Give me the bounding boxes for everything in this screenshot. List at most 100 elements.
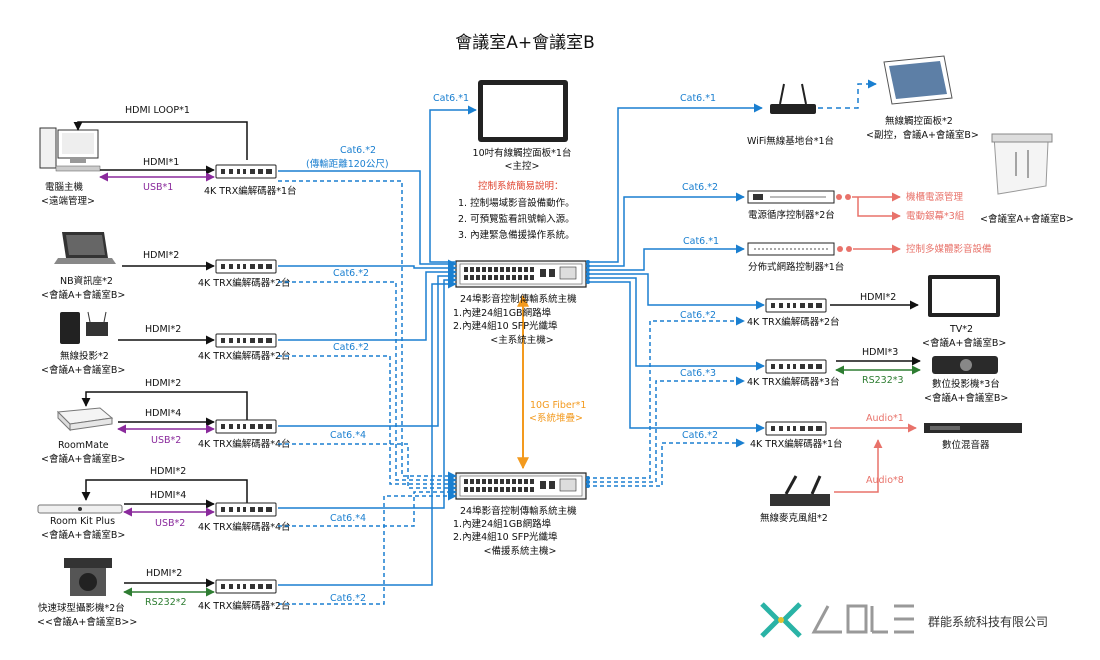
company-logo — [760, 602, 914, 638]
camera-role: <<會議A+會議室B>> — [37, 616, 137, 628]
main-host-spec2: 2.內建4組10 SFP光纖埠 — [453, 320, 558, 332]
tv-role: <會議A+會議室B> — [922, 337, 1006, 349]
projector-main-line — [586, 277, 765, 371]
fiber-label: 10G Fiber*1 — [530, 400, 586, 411]
roommate-codec-label: 4K TRX編解碼器*4台 — [198, 438, 291, 450]
room-kit-backup-line — [278, 487, 457, 527]
projector-role: <會議A+會議室B> — [924, 392, 1008, 404]
room-kit-hdmi-label: HDMI*4 — [150, 490, 186, 501]
room-kit-icon — [37, 504, 123, 514]
power-screen-line — [857, 197, 901, 221]
power-port-2 — [845, 194, 851, 200]
tv-codec — [765, 298, 827, 313]
pc-role: <遠端管理> — [41, 195, 95, 207]
wifi-tablet-line — [818, 79, 877, 109]
main-host-role: <主系統主機> — [490, 334, 553, 346]
nb-backup-line — [278, 281, 457, 485]
power-sequencer-icon — [747, 190, 835, 204]
nb-label: NB資訊座*2 — [60, 275, 113, 287]
pc-cable-label: Cat6.*2 — [340, 145, 376, 156]
projector-rs232-label: RS232*3 — [862, 375, 904, 386]
room-kit-hdmi-top-line — [81, 479, 248, 504]
roommate-codec — [215, 419, 277, 434]
roommate-label: RoomMate — [58, 440, 109, 451]
power-cabinet-label: 機櫃電源管理 — [906, 191, 964, 203]
wifi-router-icon — [770, 83, 816, 114]
pc-cable-distance: (傳輸距離120公尺) — [306, 158, 389, 170]
dist-line — [586, 244, 745, 271]
camera-hdmi-label: HDMI*2 — [146, 568, 182, 579]
pc-codec — [215, 164, 277, 179]
ptz-camera-icon — [64, 558, 112, 596]
notes-title: 控制系統簡易說明： — [478, 180, 564, 192]
microphone-label: 無線麥克風組*2 — [760, 512, 828, 524]
power-screen-label: 電動銀幕*3組 — [906, 210, 965, 222]
room-kit-main-line — [278, 275, 457, 509]
wireless-codec-label: 4K TRX編解碼器*2台 — [198, 350, 291, 362]
roommate-hdmi-label: HDMI*4 — [145, 408, 181, 419]
wireless-codec — [215, 333, 277, 348]
diagram-title: 會議室A+會議室B — [455, 33, 595, 53]
roommate-icon — [56, 407, 114, 432]
dist-port-1 — [837, 246, 843, 252]
roommate-usb-label: USB*2 — [151, 435, 181, 446]
wireless-cable-label: Cat6.*2 — [333, 342, 369, 353]
nb-hdmi-label: HDMI*2 — [143, 250, 179, 261]
roommate-hdmi-top-label: HDMI*2 — [145, 378, 181, 389]
main-host-spec1: 1.內建24組1GB網路埠 — [453, 307, 552, 319]
power-label: 電源循序控制器*2台 — [748, 209, 835, 221]
camera-main-line — [278, 279, 457, 586]
tablet-role: <副控，會議A+會議室B> — [866, 129, 979, 141]
backup-host-label: 24埠影音控制傳輸系統主機 — [460, 505, 577, 517]
projector-hdmi-label: HDMI*3 — [862, 347, 898, 358]
projector-icon — [932, 356, 998, 374]
mixer-main-line — [586, 281, 765, 433]
pc-icon — [39, 127, 101, 172]
backup-host-spec2: 2.內建4組10 SFP光纖埠 — [453, 531, 558, 543]
main-host-right-ports — [586, 260, 590, 284]
tablet-icon — [883, 55, 953, 105]
pc-main-line — [278, 170, 457, 269]
nb-main-line — [278, 263, 457, 273]
pc-loop-label: HDMI LOOP*1 — [125, 105, 190, 116]
mixer-cable-label: Cat6.*2 — [682, 430, 718, 441]
dist-controller-icon — [747, 242, 835, 256]
dist-port-2 — [846, 246, 852, 252]
camera-codec — [215, 579, 277, 594]
roommate-role: <會議A+會議室B> — [41, 453, 125, 465]
mixer-audio8-label: Audio*8 — [866, 475, 904, 486]
company-name: 群能系統科技有限公司 — [928, 615, 1048, 629]
wireless-label: 無線投影*2 — [60, 350, 109, 362]
wifi-cable-label: Cat6.*1 — [680, 93, 716, 104]
nb-codec — [215, 259, 277, 274]
projector-codec — [765, 359, 827, 374]
touch-panel-label: 10吋有線觸控面板*1台 — [473, 147, 572, 159]
backup-host-role: <備援系統主機> — [484, 545, 557, 557]
mixer-backup-line — [586, 438, 745, 487]
room-kit-codec — [215, 502, 277, 517]
camera-cable-label: Cat6.*2 — [330, 593, 366, 604]
roommate-cable-label: Cat6.*4 — [330, 430, 366, 441]
room-kit-usb-label: USB*2 — [155, 518, 185, 529]
tv-backup-line — [586, 316, 745, 479]
touch-panel-line — [429, 105, 477, 263]
wireless-backup-line — [278, 355, 457, 489]
tv-codec-label: 4K TRX編解碼器*2台 — [747, 316, 840, 328]
camera-label: 快速球型攝影機*2台 — [38, 602, 125, 614]
camera-codec-label: 4K TRX編解碼器*2台 — [198, 600, 291, 612]
projector-backup-line — [586, 376, 745, 483]
laptop-icon — [54, 232, 116, 264]
touch-panel-role: <主控> — [505, 160, 540, 172]
mixer-label: 數位混音器 — [942, 439, 990, 451]
pc-hdmi-label: HDMI*1 — [143, 157, 179, 168]
tv-cable-label: Cat6.*2 — [680, 310, 716, 321]
wifi-label: WiFi無線基地台*1台 — [747, 135, 834, 147]
projector-label: 數位投影機*3台 — [932, 378, 1000, 390]
backup-host-right-ports — [586, 476, 590, 488]
tv-label: TV*2 — [949, 324, 973, 335]
dist-cable-label: Cat6.*1 — [683, 236, 719, 247]
roommate-hdmi-top-line — [81, 391, 248, 420]
room-kit-codec-label: 4K TRX編解碼器*4台 — [198, 521, 291, 533]
dist-out-label: 控制多媒體影音設備 — [906, 243, 992, 255]
